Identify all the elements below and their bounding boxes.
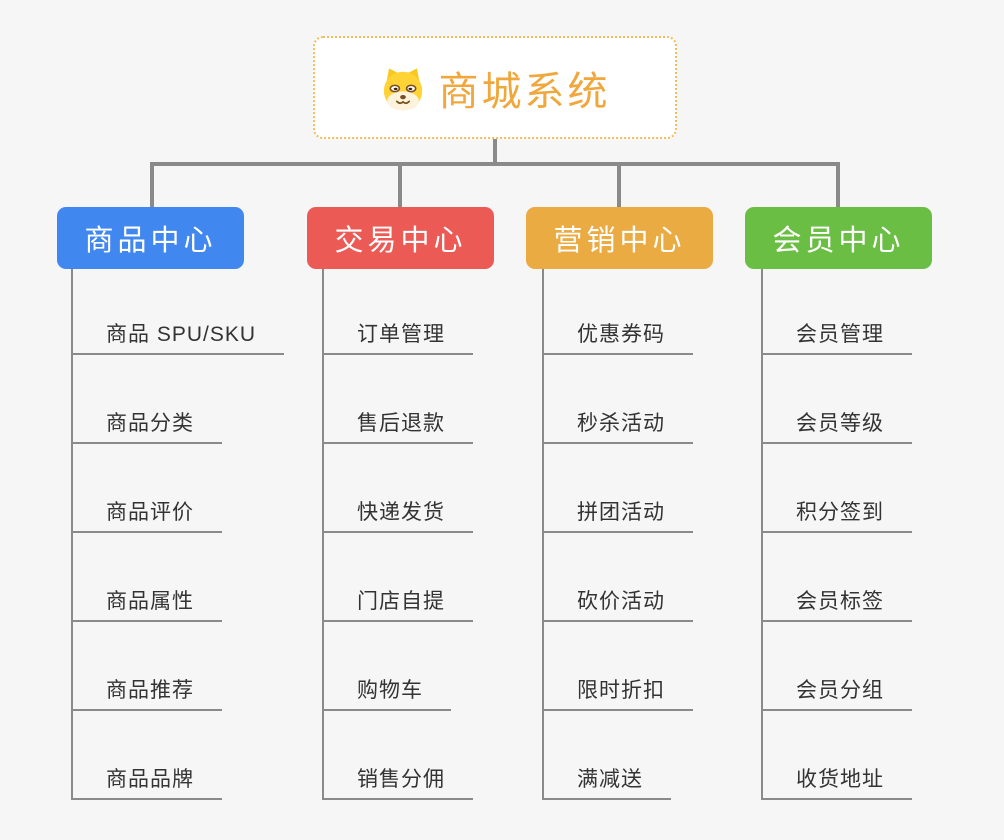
leaf-node[interactable]: 商品 SPU/SKU [71,317,285,355]
root-node[interactable]: 商城系统 [313,36,677,139]
leaf-node[interactable]: 商品属性 [71,584,222,622]
root-title: 商城系统 [438,69,611,114]
dog-face-icon [383,67,422,111]
leaf-node[interactable]: 限时折扣 [542,673,693,711]
leaf-node[interactable]: 商品评价 [71,495,222,533]
leaf-node[interactable]: 商品分类 [71,406,222,444]
leaf-node[interactable]: 满减送 [542,762,671,800]
branch-trunk-line [542,269,544,800]
leaf-node[interactable]: 快递发货 [322,495,473,533]
leaf-node[interactable]: 购物车 [322,673,451,711]
leaf-node[interactable]: 销售分佣 [322,762,473,800]
leaf-node[interactable]: 积分签到 [761,495,912,533]
connector-stem [493,139,497,165]
leaf-node[interactable]: 订单管理 [322,317,473,355]
branch-node-product-center[interactable]: 商品中心 [57,207,244,269]
leaf-node[interactable]: 会员等级 [761,406,912,444]
connector-drop [617,162,621,208]
branch-trunk-line [761,269,763,800]
connector-drop [836,162,840,208]
leaf-node[interactable]: 会员管理 [761,317,912,355]
leaf-node[interactable]: 商品品牌 [71,762,222,800]
leaf-node[interactable]: 商品推荐 [71,673,222,711]
connector-drop [398,162,402,208]
branch-node-trade-center[interactable]: 交易中心 [307,207,494,269]
leaf-node[interactable]: 优惠券码 [542,317,693,355]
connector-drop [150,162,154,208]
leaf-node[interactable]: 门店自提 [322,584,473,622]
leaf-node[interactable]: 会员分组 [761,673,912,711]
leaf-node[interactable]: 会员标签 [761,584,912,622]
leaf-node[interactable]: 砍价活动 [542,584,693,622]
leaf-node[interactable]: 拼团活动 [542,495,693,533]
branch-node-marketing-center[interactable]: 营销中心 [526,207,713,269]
connector-bar [150,162,840,166]
branch-trunk-line [71,269,73,800]
branch-trunk-line [322,269,324,800]
leaf-node[interactable]: 收货地址 [761,762,912,800]
leaf-node[interactable]: 售后退款 [322,406,473,444]
leaf-node[interactable]: 秒杀活动 [542,406,693,444]
branch-node-member-center[interactable]: 会员中心 [745,207,932,269]
